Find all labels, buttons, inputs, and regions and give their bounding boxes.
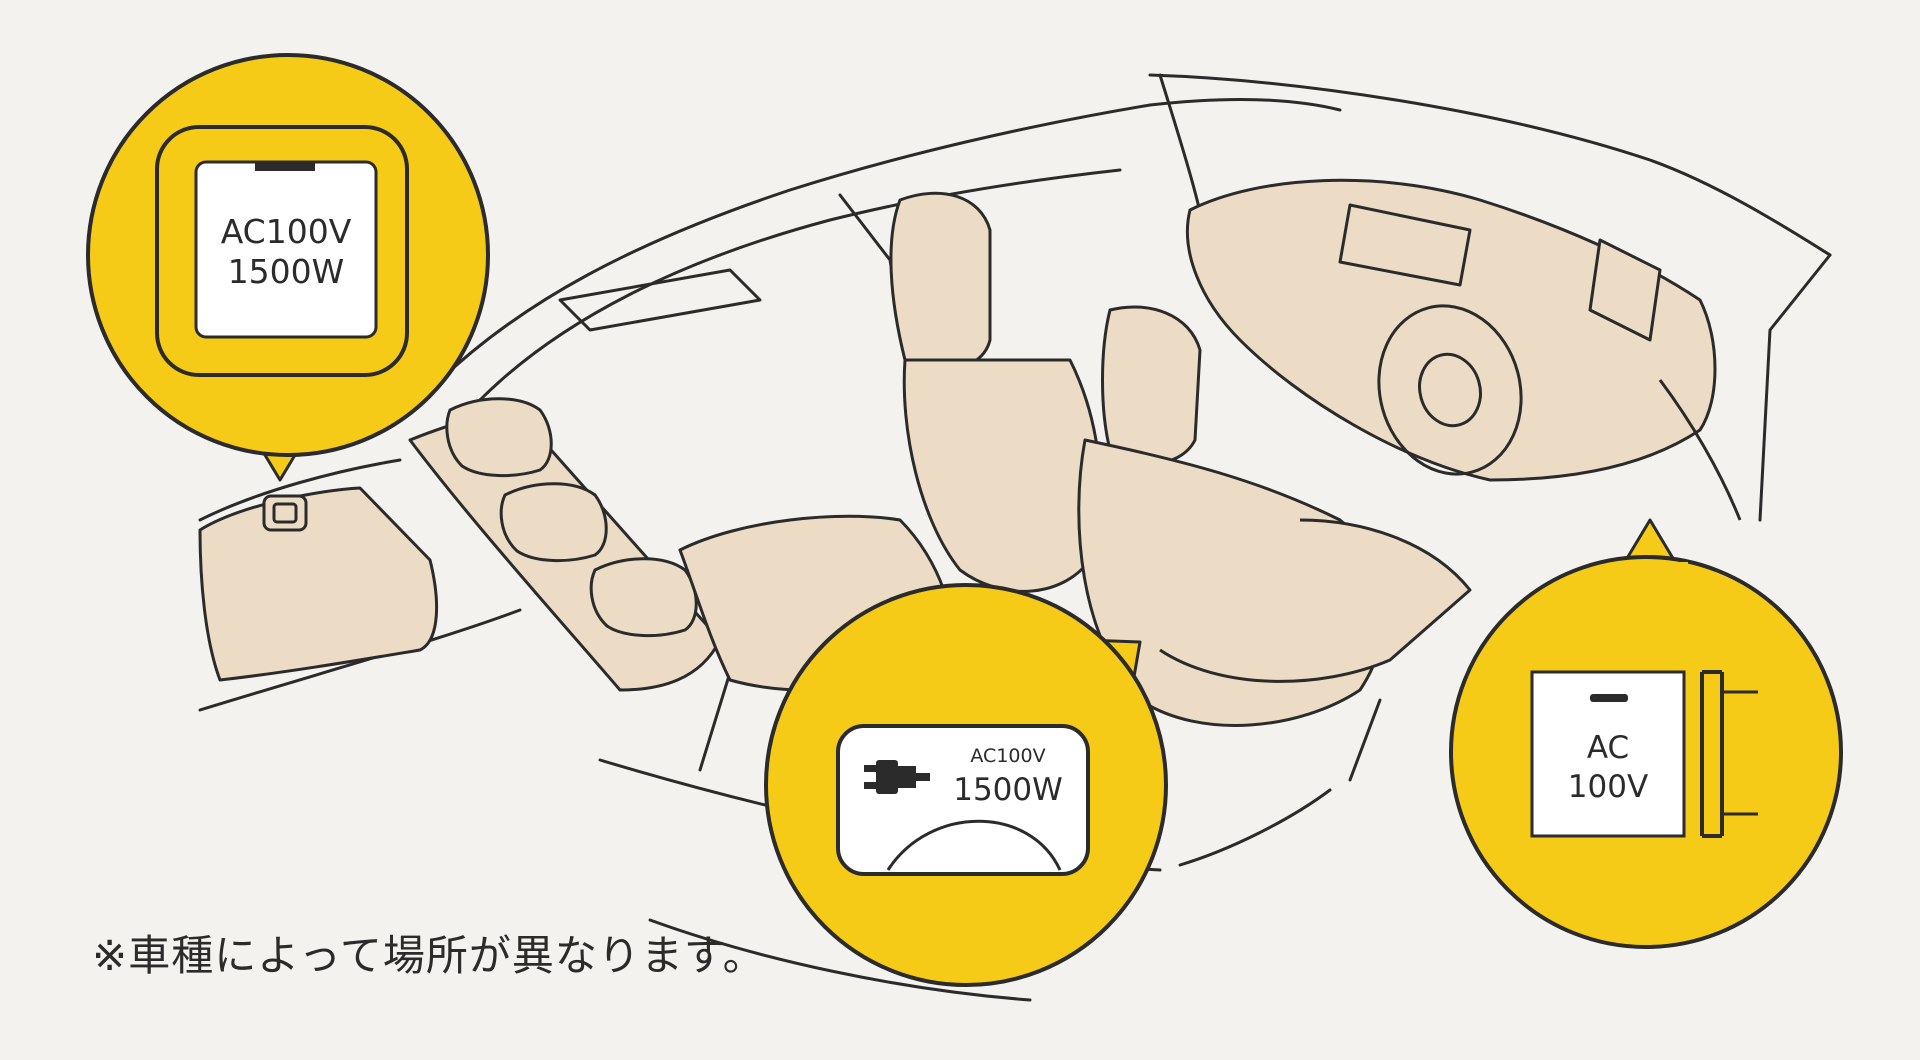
callout-center-outlet: AC100V 1500W xyxy=(764,583,1168,987)
location-note: ※車種によって場所が異なります。 xyxy=(92,931,766,980)
center-outlet-voltage: AC100V xyxy=(970,745,1045,767)
callout-front-outlet: AC 100V xyxy=(1449,518,1843,949)
front-seats xyxy=(889,191,1472,727)
center-outlet-wattage: 1500W xyxy=(953,772,1063,808)
front-outlet-label-voltage: 100V xyxy=(1568,769,1648,805)
front-outlet-label-ac: AC xyxy=(1587,730,1629,766)
rear-outlet-wattage: 1500W xyxy=(228,252,345,291)
rear-outlet-voltage: AC100V xyxy=(221,212,352,251)
center-outlet-curve xyxy=(886,819,1062,871)
rear-outlet-frame xyxy=(155,125,409,377)
rear-outlet-marker xyxy=(262,494,308,532)
front-outlet-bracket-tabs xyxy=(1722,690,1758,816)
callout-rear-outlet: AC100V 1500W xyxy=(86,53,490,482)
dashboard xyxy=(1185,178,1742,521)
rear-outlet-slot xyxy=(255,162,315,171)
rear-seat xyxy=(408,397,955,692)
front-outlet-bracket xyxy=(1700,670,1724,838)
rear-cargo-area xyxy=(198,486,438,682)
center-outlet-panel xyxy=(836,724,1090,876)
front-outlet-slot xyxy=(1590,694,1628,702)
plug-icon xyxy=(864,760,930,794)
